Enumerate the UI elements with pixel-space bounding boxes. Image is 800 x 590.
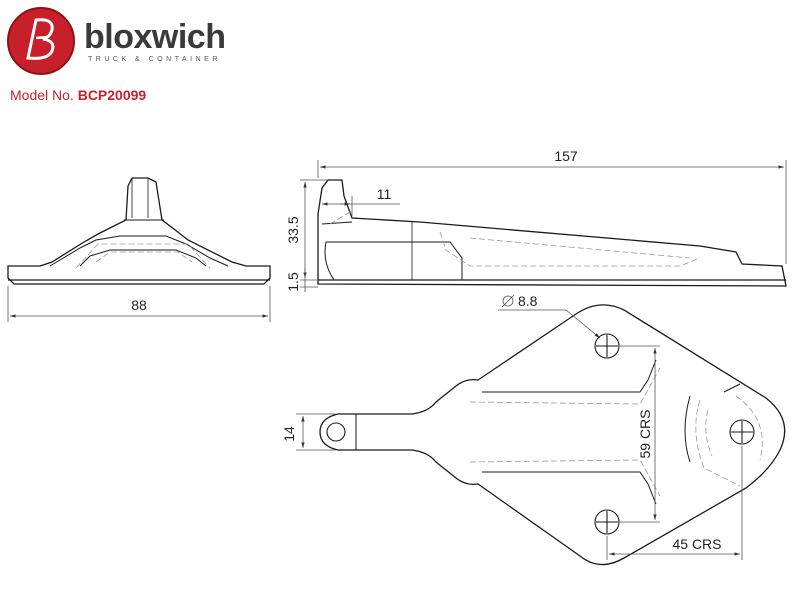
side-height-dimension xyxy=(300,179,328,292)
side-base-thickness-label: 1.5 xyxy=(285,272,301,292)
vertical-spacing-dimension xyxy=(620,345,660,523)
hole-diameter-leader xyxy=(498,294,601,339)
brand-tagline: TRUCK & CONTAINER xyxy=(88,56,221,63)
mounting-hole-top xyxy=(594,333,620,359)
hole-diameter-label: 8.8 xyxy=(518,293,538,309)
side-length-label: 157 xyxy=(554,148,578,164)
brand-name: bloxwich xyxy=(84,18,226,56)
side-hook-label: 11 xyxy=(377,186,392,202)
bloxwich-logo-icon xyxy=(7,7,75,75)
mounting-hole-bottom xyxy=(594,509,620,535)
front-view-hidden-lines xyxy=(75,243,211,269)
header: bloxwich TRUCK & CONTAINER Model No. BCP… xyxy=(0,0,800,110)
plan-view-hidden-lines xyxy=(469,367,763,497)
front-width-dimension xyxy=(7,286,271,322)
plan-view xyxy=(319,304,786,566)
model-number: BCP20099 xyxy=(77,87,147,103)
side-length-dimension xyxy=(317,160,787,264)
vertical-spacing-label: 59 CRS xyxy=(637,409,653,458)
side-view xyxy=(317,179,787,287)
front-width-label: 88 xyxy=(131,297,147,313)
side-height-label: 33.5 xyxy=(285,216,301,243)
neck-hole xyxy=(326,422,346,442)
horizontal-spacing-label: 45 CRS xyxy=(672,536,721,552)
neck-width-dimension xyxy=(296,413,336,451)
mounting-hole-right xyxy=(729,419,755,445)
side-view-hidden-lines xyxy=(329,211,701,267)
neck-width-label: 14 xyxy=(281,426,297,442)
model-line: Model No. BCP20099 xyxy=(10,87,146,103)
model-label: Model No. xyxy=(10,87,74,103)
side-hook-dimension xyxy=(322,196,400,216)
front-view xyxy=(7,177,271,285)
horizontal-spacing-dimension xyxy=(606,446,743,560)
